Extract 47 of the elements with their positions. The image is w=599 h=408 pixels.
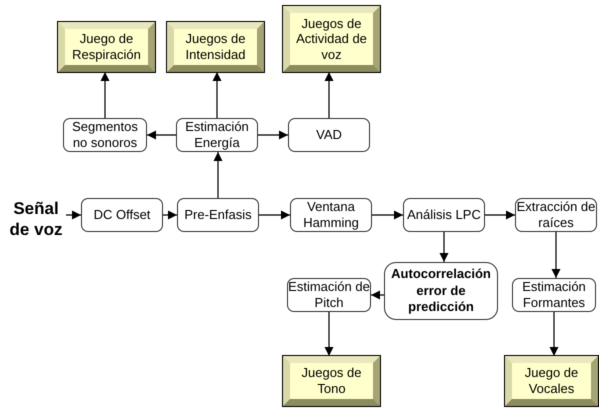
- arrow: [100, 72, 110, 118]
- process-box: [176, 118, 258, 152]
- arrow: [550, 312, 558, 356]
- node-label: Estimación de Pitch: [288, 279, 370, 311]
- arrow: [258, 130, 288, 140]
- node-label: Juegos de Tono: [300, 365, 362, 397]
- process-box: [63, 118, 147, 152]
- node-label: Señal de voz: [8, 198, 64, 240]
- arrow: [372, 210, 403, 220]
- node-label: Juego de Respiración: [71, 31, 142, 63]
- arrow: [485, 210, 515, 220]
- arrow: [552, 232, 560, 278]
- node-label: Juego de Vocales: [524, 365, 580, 397]
- arrow: [324, 312, 334, 356]
- process-box: [288, 118, 370, 152]
- process-box: [403, 198, 485, 232]
- game-box: [283, 6, 380, 72]
- node-label: Juegos de Intensidad: [184, 31, 246, 63]
- node-label: Autocorrelación error de predicción: [390, 266, 492, 316]
- node-label: Estimación Formantes: [521, 279, 587, 311]
- node-label: VAD: [316, 127, 342, 143]
- node-label: Segmentos no sonoros: [71, 119, 139, 151]
- node-label: Pre-Enfasis: [184, 207, 252, 223]
- node-label: Estimación Energía: [184, 119, 250, 151]
- node-label: Análisis LPC: [407, 207, 481, 223]
- arrow: [66, 210, 81, 220]
- process-box: [512, 278, 596, 312]
- process-box: [290, 198, 372, 232]
- node-label: Ventana Hamming: [302, 199, 360, 231]
- game-box: [283, 356, 380, 406]
- process-box: [177, 198, 259, 232]
- arrow: [259, 210, 290, 220]
- node-label: Juegos de Actividad de voz: [295, 16, 368, 62]
- game-box: [505, 356, 598, 406]
- arrow: [147, 130, 176, 140]
- arrow: [212, 72, 222, 118]
- node-label: DC Offset: [94, 207, 150, 223]
- node-label: Extracción de raíces: [516, 199, 596, 231]
- process-box: [81, 198, 163, 232]
- process-box: [384, 262, 498, 320]
- arrow: [214, 152, 222, 198]
- arrow: [163, 210, 177, 220]
- game-box: [167, 22, 264, 72]
- arrow: [440, 232, 448, 262]
- arrow: [371, 290, 384, 300]
- arrow: [324, 72, 334, 118]
- game-box: [58, 22, 155, 72]
